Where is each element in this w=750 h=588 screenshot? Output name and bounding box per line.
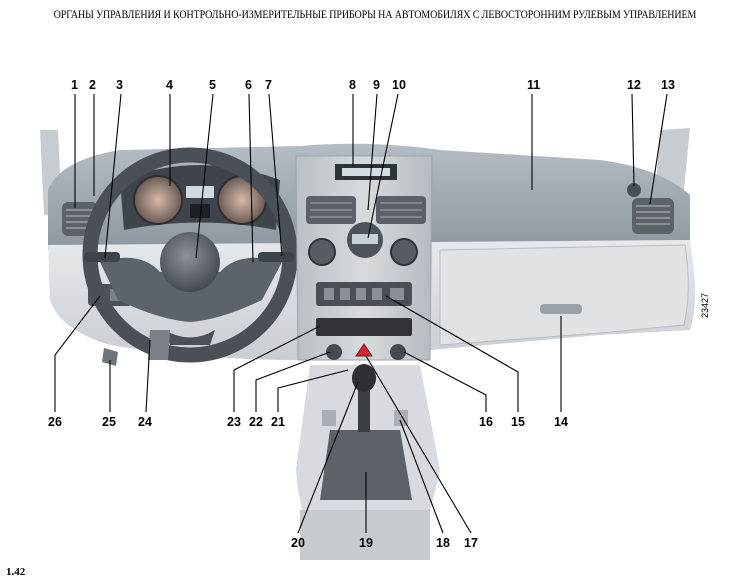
figure-code: 23427: [700, 292, 710, 318]
climate-dial-right: [390, 238, 418, 266]
page-title: ОРГАНЫ УПРАВЛЕНИЯ И КОНТРОЛЬНО-ИЗМЕРИТЕЛ…: [53, 8, 697, 21]
callouts-lower: 20 19 18 17: [291, 536, 478, 550]
glove-box-handle: [540, 304, 582, 314]
cup-holder: [322, 410, 336, 426]
callout-15: 15: [511, 415, 525, 429]
callout-25: 25: [102, 415, 116, 429]
steering-hub: [160, 232, 220, 292]
callout-23: 23: [227, 415, 241, 429]
callout-19: 19: [359, 536, 373, 550]
callout-21: 21: [271, 415, 285, 429]
callout-16: 16: [479, 415, 493, 429]
callout-18: 18: [436, 536, 450, 550]
page-number: 1.42: [6, 566, 26, 578]
callout-1: 1: [71, 78, 78, 92]
callout-20: 20: [291, 536, 305, 550]
tweeter: [627, 183, 641, 197]
callout-6: 6: [245, 78, 252, 92]
lower-left-switch: [326, 344, 342, 360]
callout-2: 2: [89, 78, 96, 92]
hazard-button: [355, 343, 373, 357]
gear-boot: [320, 430, 412, 500]
callout-13: 13: [661, 78, 675, 92]
callout-26: 26: [48, 415, 62, 429]
lower-right-switch: [390, 344, 406, 360]
right-vent: [632, 198, 674, 234]
callout-17: 17: [464, 536, 478, 550]
callout-12: 12: [627, 78, 641, 92]
cluster-display: [186, 186, 214, 198]
right-stalk: [258, 252, 294, 262]
callout-10: 10: [392, 78, 406, 92]
leaders-lower: [297, 355, 472, 534]
glove-box: [439, 244, 689, 346]
callouts-bottom: 26 25 24 23 22 21 16 15 14: [48, 415, 568, 429]
speedometer: [133, 175, 183, 225]
callout-7: 7: [265, 78, 272, 92]
callouts-top: 1 2 3 4 5 6 7 8 9 10 11 12 13: [71, 78, 675, 92]
callout-9: 9: [373, 78, 380, 92]
climate-dial-left: [308, 238, 336, 266]
left-stalk: [84, 252, 120, 262]
callout-22: 22: [249, 415, 263, 429]
callout-24: 24: [138, 415, 152, 429]
callout-11: 11: [527, 78, 540, 92]
gear-knob: [352, 364, 376, 392]
storage-tray: [316, 318, 412, 336]
leaders-top: [74, 93, 668, 263]
callout-8: 8: [349, 78, 356, 92]
callout-4: 4: [166, 78, 173, 92]
callout-3: 3: [116, 78, 123, 92]
callout-5: 5: [209, 78, 216, 92]
callout-14: 14: [554, 415, 568, 429]
leaders-bottom: [54, 295, 562, 413]
